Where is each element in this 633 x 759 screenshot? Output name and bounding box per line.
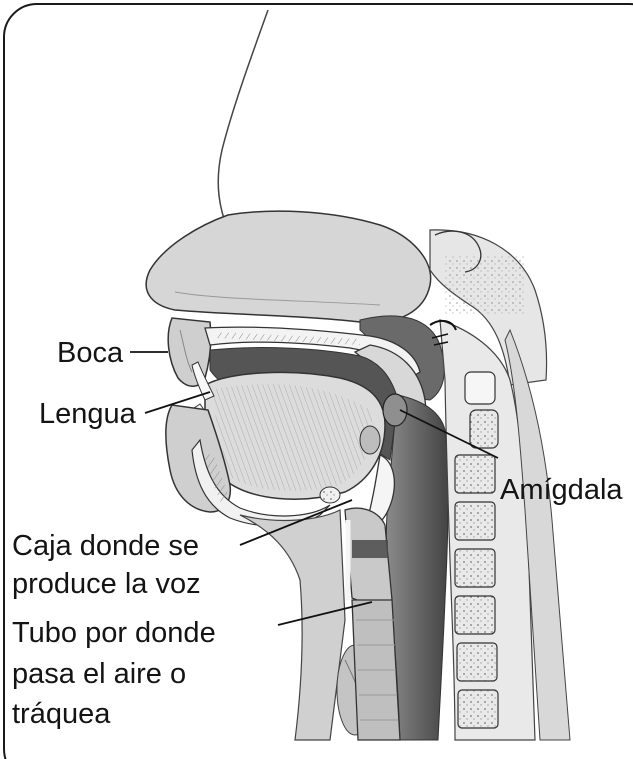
label-lengua: Lengua [39,398,136,431]
label-caja-line2: produce la voz [12,568,201,601]
label-tubo-line2: pasa el aire o [12,658,186,691]
neck-front [240,510,345,740]
face-profile-line [218,10,268,230]
label-tubo-line1: Tubo por donde [12,617,216,650]
tonsil [383,394,407,426]
vocal-folds [352,540,388,558]
label-boca: Boca [57,337,123,370]
label-tubo-line3: tráquea [12,698,110,731]
nose-tissue [146,211,430,322]
label-amigdala: Amígdala [500,474,623,507]
label-caja-line1: Caja donde se [12,530,199,563]
